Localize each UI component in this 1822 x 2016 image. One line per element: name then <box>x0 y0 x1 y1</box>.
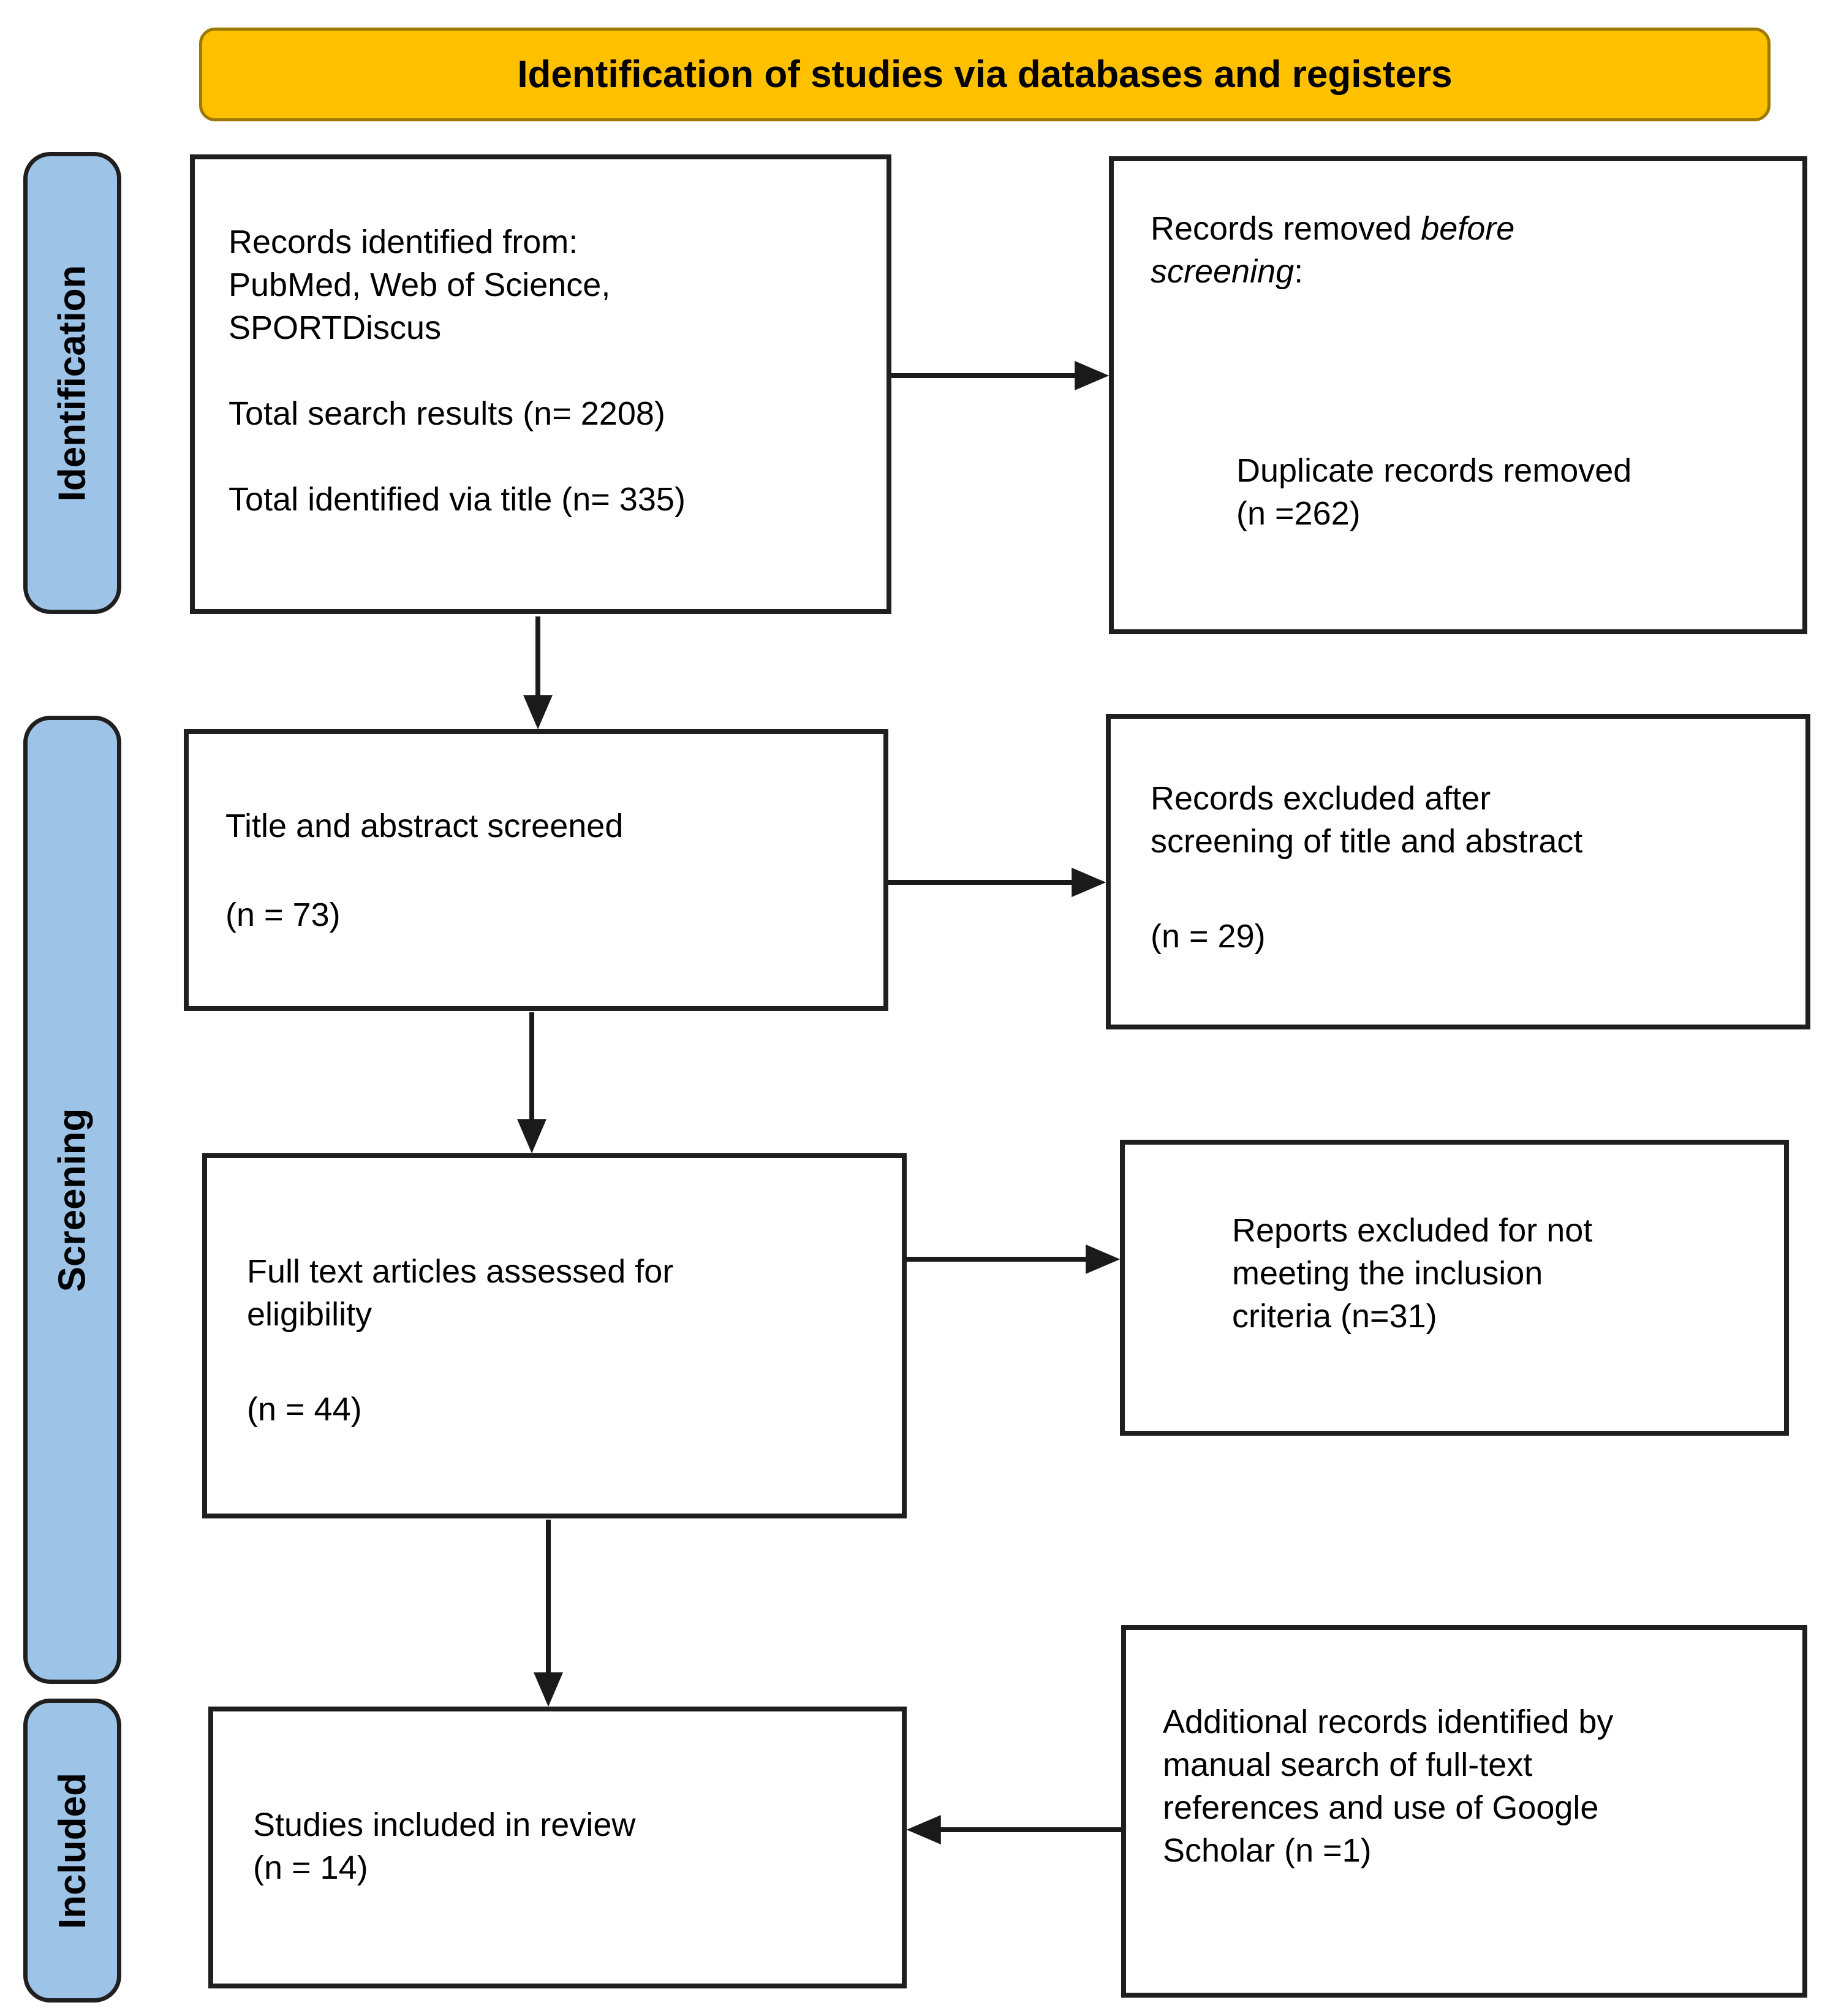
box-title-abstract-screened: Title and abstract screened (n = 73) <box>184 729 888 1011</box>
box-records-excluded: Records excluded after screening of titl… <box>1106 714 1810 1029</box>
records-removed-line: screening: <box>1151 250 1766 293</box>
reports-excluded-line: criteria (n=31) <box>1232 1298 1437 1335</box>
additional-records-line: references and use of Google <box>1163 1789 1599 1826</box>
stage-label-text: Included <box>51 1772 94 1929</box>
studies-included-count: (n = 14) <box>253 1849 368 1886</box>
stage-label-text: Identification <box>51 265 94 501</box>
diagram-title: Identification of studies via databases … <box>517 53 1453 96</box>
records-identified-line: PubMed, Web of Science, <box>229 267 611 303</box>
additional-records-line: Additional records identified by <box>1163 1703 1614 1740</box>
additional-records-line: manual search of full-text <box>1163 1746 1533 1783</box>
records-removed-lead-italic: before <box>1421 210 1515 247</box>
duplicate-records-line: Duplicate records removed <box>1236 452 1632 489</box>
total-search-results: Total search results (n= 2208) <box>229 395 665 432</box>
records-identified-line: SPORTDiscus <box>229 309 442 346</box>
box-additional-records: Additional records identified by manual … <box>1121 1625 1807 1998</box>
records-removed-line: Records removed before <box>1151 207 1766 250</box>
reports-excluded-line: Reports excluded for not <box>1232 1212 1593 1249</box>
duplicate-records-detail: Duplicate records removed (n =262) <box>1236 449 1766 535</box>
duplicate-records-count: (n =262) <box>1236 495 1361 532</box>
box-full-text-assessed: Full text articles assessed for eligibil… <box>202 1153 907 1518</box>
studies-included-line: Studies included in review <box>253 1806 636 1843</box>
stage-label-screening: Screening <box>23 716 121 1684</box>
records-excluded-count: (n = 29) <box>1151 918 1266 955</box>
records-removed-lead: Records removed <box>1151 210 1421 247</box>
records-excluded-line: screening of title and abstract <box>1151 823 1583 860</box>
stage-label-text: Screening <box>51 1108 94 1292</box>
full-text-count: (n = 44) <box>247 1391 362 1428</box>
records-removed-lead-italic: screening <box>1151 253 1295 290</box>
total-identified-via-title: Total identified via title (n= 335) <box>229 481 686 518</box>
box-reports-excluded: Reports excluded for not meeting the inc… <box>1120 1140 1789 1436</box>
records-excluded-line: Records excluded after <box>1151 780 1491 817</box>
records-identified-line: Records identified from: <box>229 224 578 260</box>
stage-label-identification: Identification <box>23 152 121 614</box>
reports-excluded-line: meeting the inclusion <box>1232 1255 1543 1292</box>
full-text-line: eligibility <box>247 1296 372 1333</box>
stage-label-included: Included <box>23 1699 121 2003</box>
title-abstract-line: Title and abstract screened <box>225 808 624 844</box>
box-studies-included: Studies included in review (n = 14) <box>208 1707 907 1988</box>
diagram-title-banner: Identification of studies via databases … <box>199 28 1771 121</box>
box-records-removed: Records removed before screening: Duplic… <box>1109 156 1807 634</box>
full-text-line: Full text articles assessed for <box>247 1253 674 1290</box>
title-abstract-count: (n = 73) <box>225 896 341 933</box>
box-records-identified: Records identified from: PubMed, Web of … <box>190 154 891 614</box>
records-removed-colon: : <box>1294 253 1304 290</box>
additional-records-line: Scholar (n =1) <box>1163 1832 1372 1869</box>
